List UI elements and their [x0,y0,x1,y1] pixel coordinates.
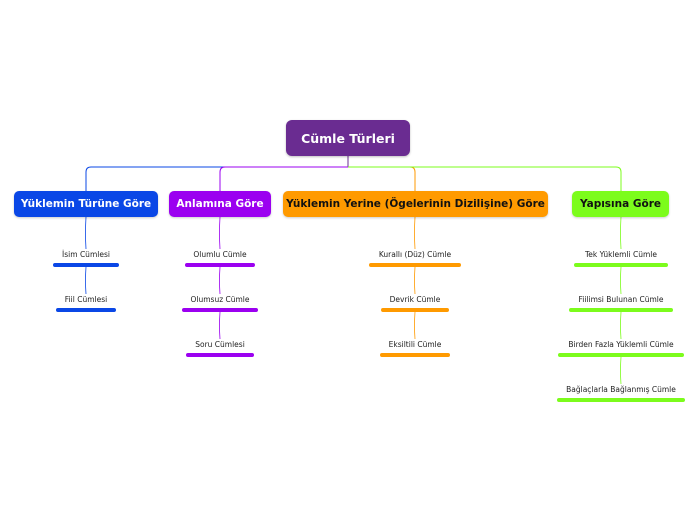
leaf-node-soru-cumlesi[interactable]: Soru Cümlesi [195,340,245,349]
branch-node-label: Yüklemin Yerine (Ögelerinin Dizilişine) … [286,198,545,210]
leaf-connector [85,216,87,250]
branch-connector [348,166,622,191]
branch-node-label: Yüklemin Türüne Göre [20,198,152,210]
leaf-underline [185,263,255,267]
leaf-connector [219,266,221,295]
branch-node-yapisina-gore[interactable]: Yapısına Göre [572,191,669,217]
branch-node-label: Anlamına Göre [176,198,264,210]
leaf-underline [182,308,258,312]
leaf-node-baglaclarla-baglanmis-cumle[interactable]: Bağlaçlarla Bağlanmış Cümle [566,385,676,394]
leaf-underline [557,398,685,402]
leaf-node-kuralli-duz-cumle[interactable]: Kurallı (Düz) Cümle [378,250,452,259]
leaf-connector [414,266,416,295]
leaf-connector [219,311,221,340]
leaf-node-tek-yuklemli-cumle[interactable]: Tek Yüklemli Cümle [584,250,658,259]
branch-connector [348,166,416,191]
root-node[interactable]: Cümle Türleri [286,120,410,156]
leaf-underline [53,263,119,267]
leaf-connector [620,216,622,250]
leaf-node-olumsuz-cumle[interactable]: Olumsuz Cümle [190,295,250,304]
root-node-label: Cümle Türleri [301,130,395,146]
branch-node-anlamina-gore[interactable]: Anlamına Göre [169,191,271,217]
leaf-node-olumlu-cumle[interactable]: Olumlu Cümle [193,250,247,259]
leaf-node-devrik-cumle[interactable]: Devrik Cümle [389,295,441,304]
leaf-underline [381,308,449,312]
branch-connector [85,166,348,191]
leaf-connector [219,216,221,250]
leaf-underline [574,263,668,267]
branch-node-yuklemin-turune-gore[interactable]: Yüklemin Türüne Göre [14,191,158,217]
leaf-node-fiilimsi-bulunan-cumle[interactable]: Fiilimsi Bulunan Cümle [578,295,664,304]
leaf-connector [85,266,87,295]
leaf-underline [380,353,450,357]
leaf-connector [414,311,416,340]
leaf-connector [620,356,622,385]
leaf-underline [369,263,461,267]
leaf-underline [186,353,254,357]
leaf-connector [414,216,416,250]
leaf-connector [620,266,622,295]
branch-connector [219,166,348,191]
leaf-underline [558,353,684,357]
leaf-node-isim-cumlesi[interactable]: İsim Cümlesi [62,250,110,259]
leaf-underline [569,308,673,312]
leaf-node-fiil-cumlesi[interactable]: Fiil Cümlesi [64,295,108,304]
branch-node-yuklemin-yerine-gore[interactable]: Yüklemin Yerine (Ögelerinin Dizilişine) … [283,191,548,217]
leaf-underline [56,308,116,312]
leaf-node-birden-fazla-yuklemli-cumle[interactable]: Birden Fazla Yüklemli Cümle [568,340,674,349]
leaf-node-eksiltili-cumle[interactable]: Eksiltili Cümle [388,340,442,349]
leaf-connector [620,311,622,340]
branch-node-label: Yapısına Göre [579,198,662,210]
